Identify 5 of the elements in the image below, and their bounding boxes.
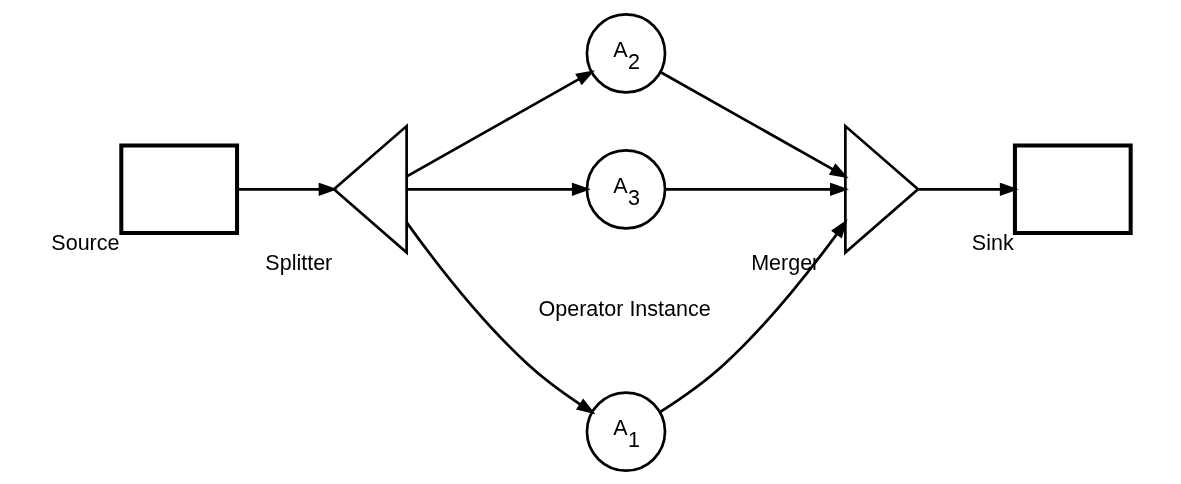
label: Operator Instance bbox=[538, 296, 711, 321]
node-label: Source bbox=[50, 230, 119, 255]
node-label: Merger bbox=[750, 250, 819, 275]
node-label: Splitter bbox=[264, 250, 332, 275]
node-label: Sink bbox=[971, 230, 1014, 255]
